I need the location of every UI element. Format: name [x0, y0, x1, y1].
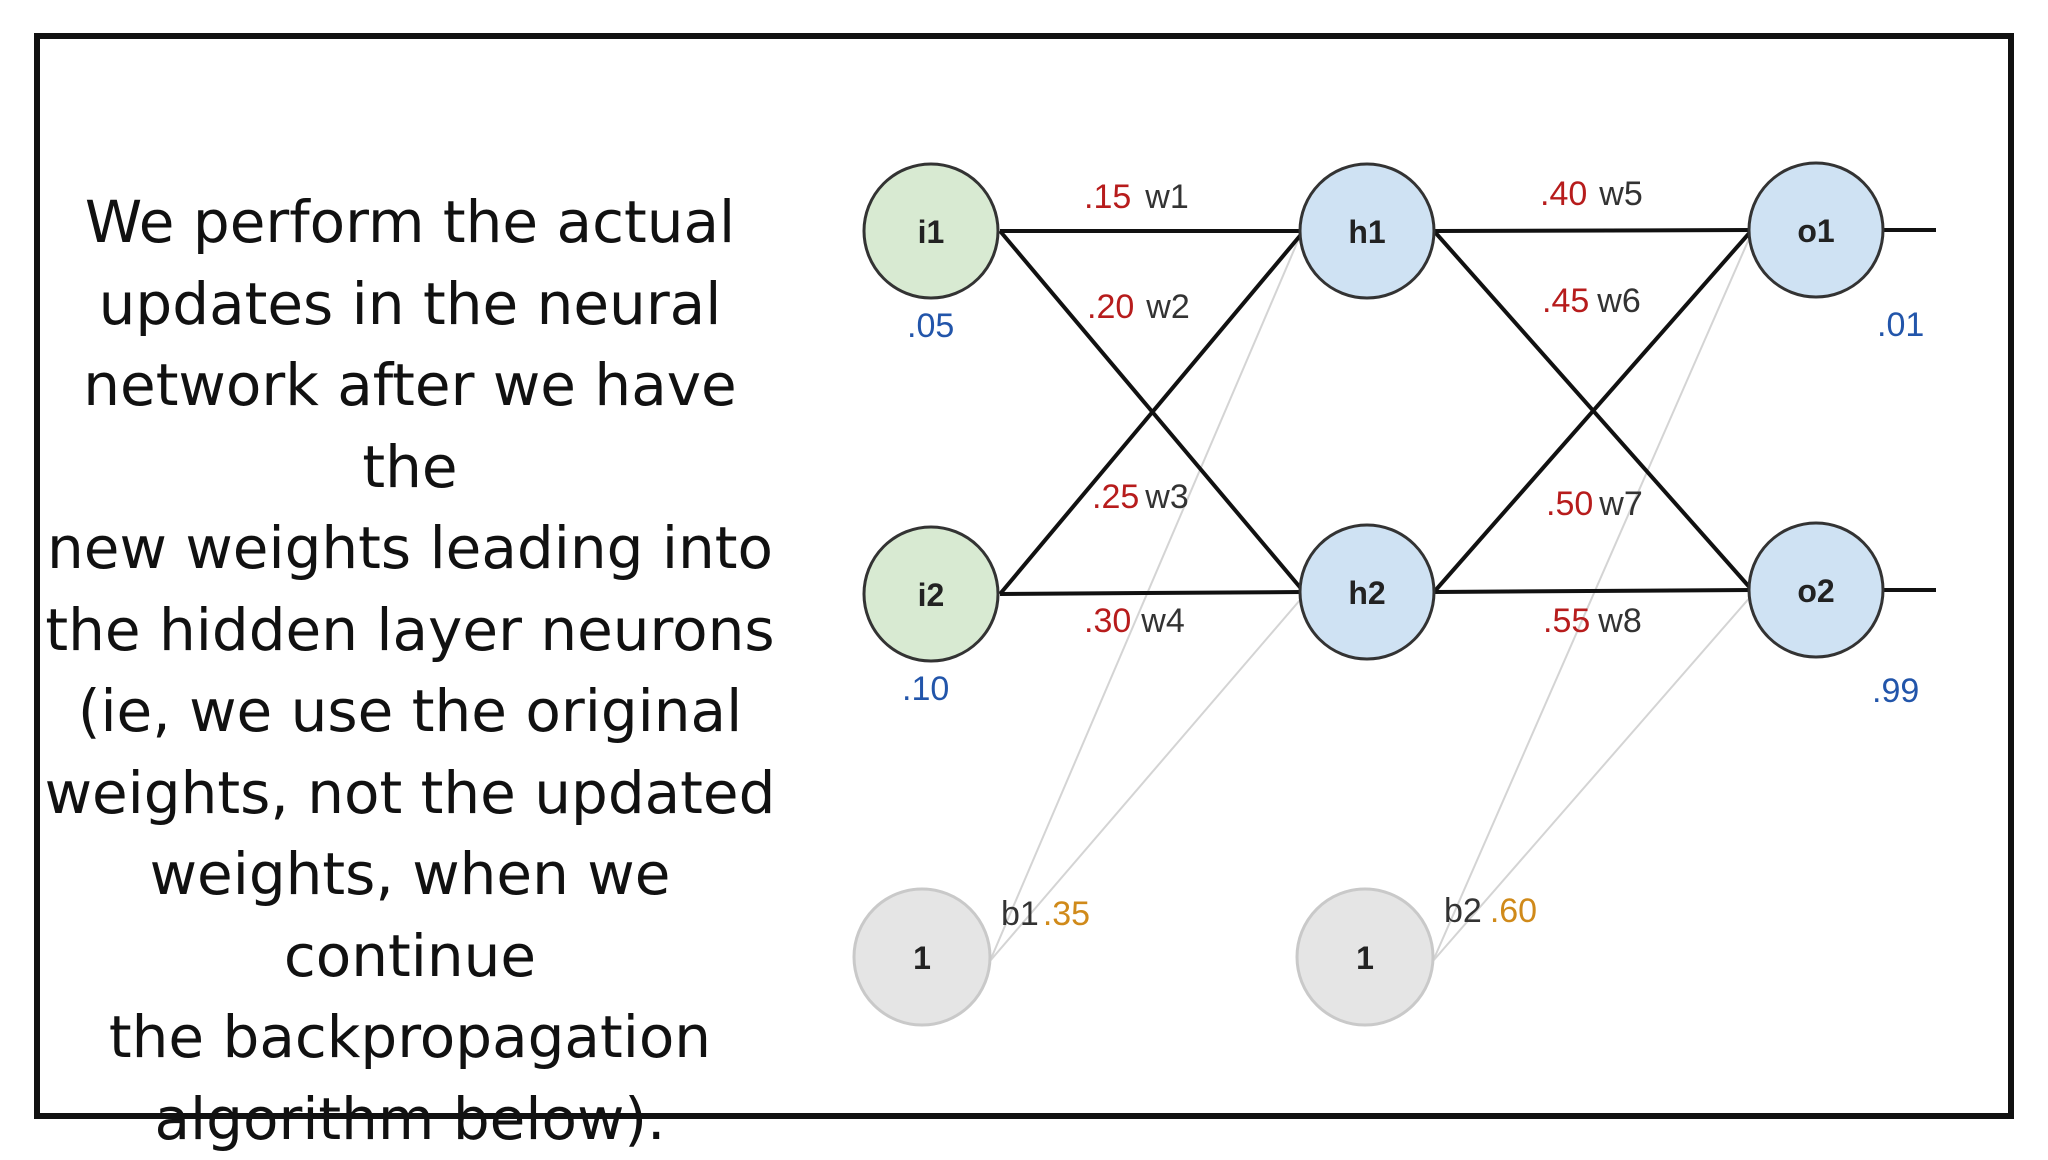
edge-w4	[999, 590, 1305, 596]
input-node-i1	[862, 162, 1000, 300]
node-label-b2: 1	[1356, 940, 1374, 976]
bias-edges	[989, 231, 1753, 962]
hidden-node-h2	[1298, 523, 1436, 661]
node-label-i2: i2	[918, 577, 945, 613]
edge-w5	[1433, 228, 1753, 233]
nodes	[852, 161, 1885, 1027]
target-value-o1: .01	[1877, 306, 1924, 344]
hidden-node-h1	[1298, 162, 1436, 300]
output-node-o1	[1747, 161, 1885, 299]
edge-b2-o2	[1432, 594, 1753, 962]
edge-w7	[1432, 228, 1754, 594]
edge-b2-o1	[1432, 231, 1753, 962]
output-node-o2	[1747, 521, 1885, 659]
explanation-line: weights, not the updated	[44, 758, 776, 827]
explanation-line: We perform the actual	[84, 188, 736, 256]
bias-node-b1	[852, 887, 992, 1027]
main-edges	[998, 228, 1936, 596]
edge-b1-h1	[989, 235, 1301, 962]
input-value-i2: .10	[902, 670, 949, 708]
bias-node-b2	[1295, 887, 1435, 1027]
explanation-line: weights, when we continue	[149, 840, 671, 990]
explanation-line: (ie, we use the original	[77, 677, 743, 745]
target-value-o2: .99	[1872, 672, 1919, 710]
node-label-h1: h1	[1348, 214, 1385, 250]
input-value-i1: .05	[907, 307, 954, 345]
explanation-line: the hidden layer neurons	[45, 595, 775, 664]
explanation-line: algorithm below).	[154, 1084, 666, 1153]
explanation-line: the backpropagation	[108, 1003, 712, 1071]
input-node-i2	[862, 525, 1000, 663]
bias-label-b1: b1.35	[1001, 895, 1090, 933]
edge-b1-h2	[989, 599, 1301, 962]
explanation-line: new weights leading into	[47, 514, 773, 582]
slide-frame	[34, 33, 2014, 1119]
explanation-line: network after we have the	[83, 351, 737, 501]
edge-w8	[1433, 588, 1753, 594]
node-label-b1: 1	[913, 940, 931, 976]
node-label-h2: h2	[1348, 575, 1385, 611]
bias-label-b2: b2.60	[1444, 892, 1537, 930]
node-label-i1: i1	[918, 214, 945, 250]
edge-w3	[998, 229, 1306, 596]
node-label-o2: o2	[1797, 573, 1834, 609]
explanation-line: updates in the neural	[98, 269, 722, 338]
explanation-text: We perform the actual updates in the neu…	[40, 182, 780, 1160]
node-label-o1: o1	[1797, 213, 1834, 249]
